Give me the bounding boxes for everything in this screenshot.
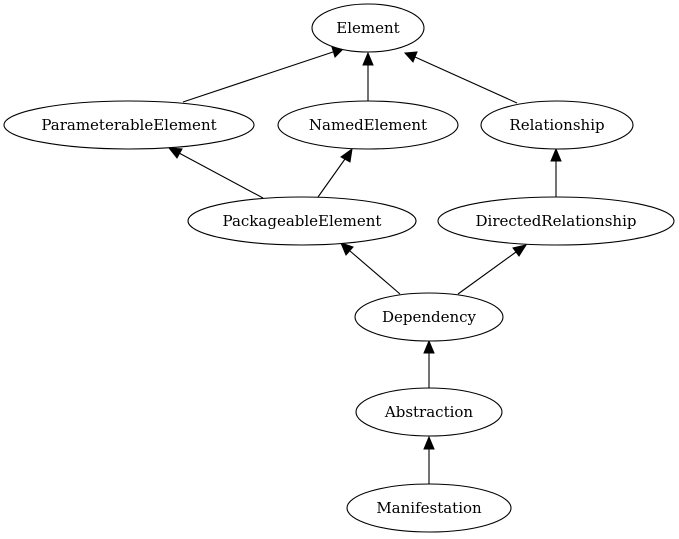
node-manifestation-label: Manifestation	[376, 499, 482, 517]
node-directedrelationship-label: DirectedRelationship	[476, 212, 637, 230]
node-dependency[interactable]: Dependency	[354, 292, 504, 342]
node-parameterableelement-label: ParameterableElement	[41, 116, 216, 134]
node-abstraction-label: Abstraction	[384, 403, 474, 421]
node-relationship-label: Relationship	[509, 116, 604, 134]
edge-directedrelationship-to-relationship	[550, 147, 562, 197]
node-element-label: Element	[336, 19, 399, 37]
edge-packageableelement-to-parameterableelement	[167, 147, 264, 199]
edge-dependency-to-directedrelationship	[457, 244, 528, 295]
edge-relationship-to-element	[403, 51, 518, 104]
edge-namedelement-to-element	[362, 51, 374, 101]
edge-abstraction-to-dependency	[423, 339, 435, 389]
node-namedelement-label: NamedElement	[309, 116, 427, 134]
node-packageableelement-label: PackageableElement	[223, 212, 382, 230]
node-directedrelationship[interactable]: DirectedRelationship	[437, 196, 675, 246]
edge-parameterableelement-to-element	[182, 46, 346, 103]
node-element[interactable]: Element	[311, 3, 425, 53]
node-parameterableelement[interactable]: ParameterableElement	[3, 100, 255, 150]
edge-manifestation-to-abstraction	[423, 435, 435, 485]
inheritance-edges	[167, 46, 562, 485]
edge-dependency-to-packageableelement	[340, 242, 401, 295]
node-packageableelement[interactable]: PackageableElement	[187, 196, 417, 246]
node-relationship[interactable]: Relationship	[480, 100, 634, 150]
node-manifestation[interactable]: Manifestation	[346, 483, 512, 533]
node-abstraction[interactable]: Abstraction	[355, 387, 503, 437]
edge-packageableelement-to-namedelement	[317, 147, 353, 198]
node-dependency-label: Dependency	[382, 308, 477, 326]
class-nodes: Element ParameterableElement NamedElemen…	[3, 3, 675, 533]
node-namedelement[interactable]: NamedElement	[277, 100, 459, 150]
